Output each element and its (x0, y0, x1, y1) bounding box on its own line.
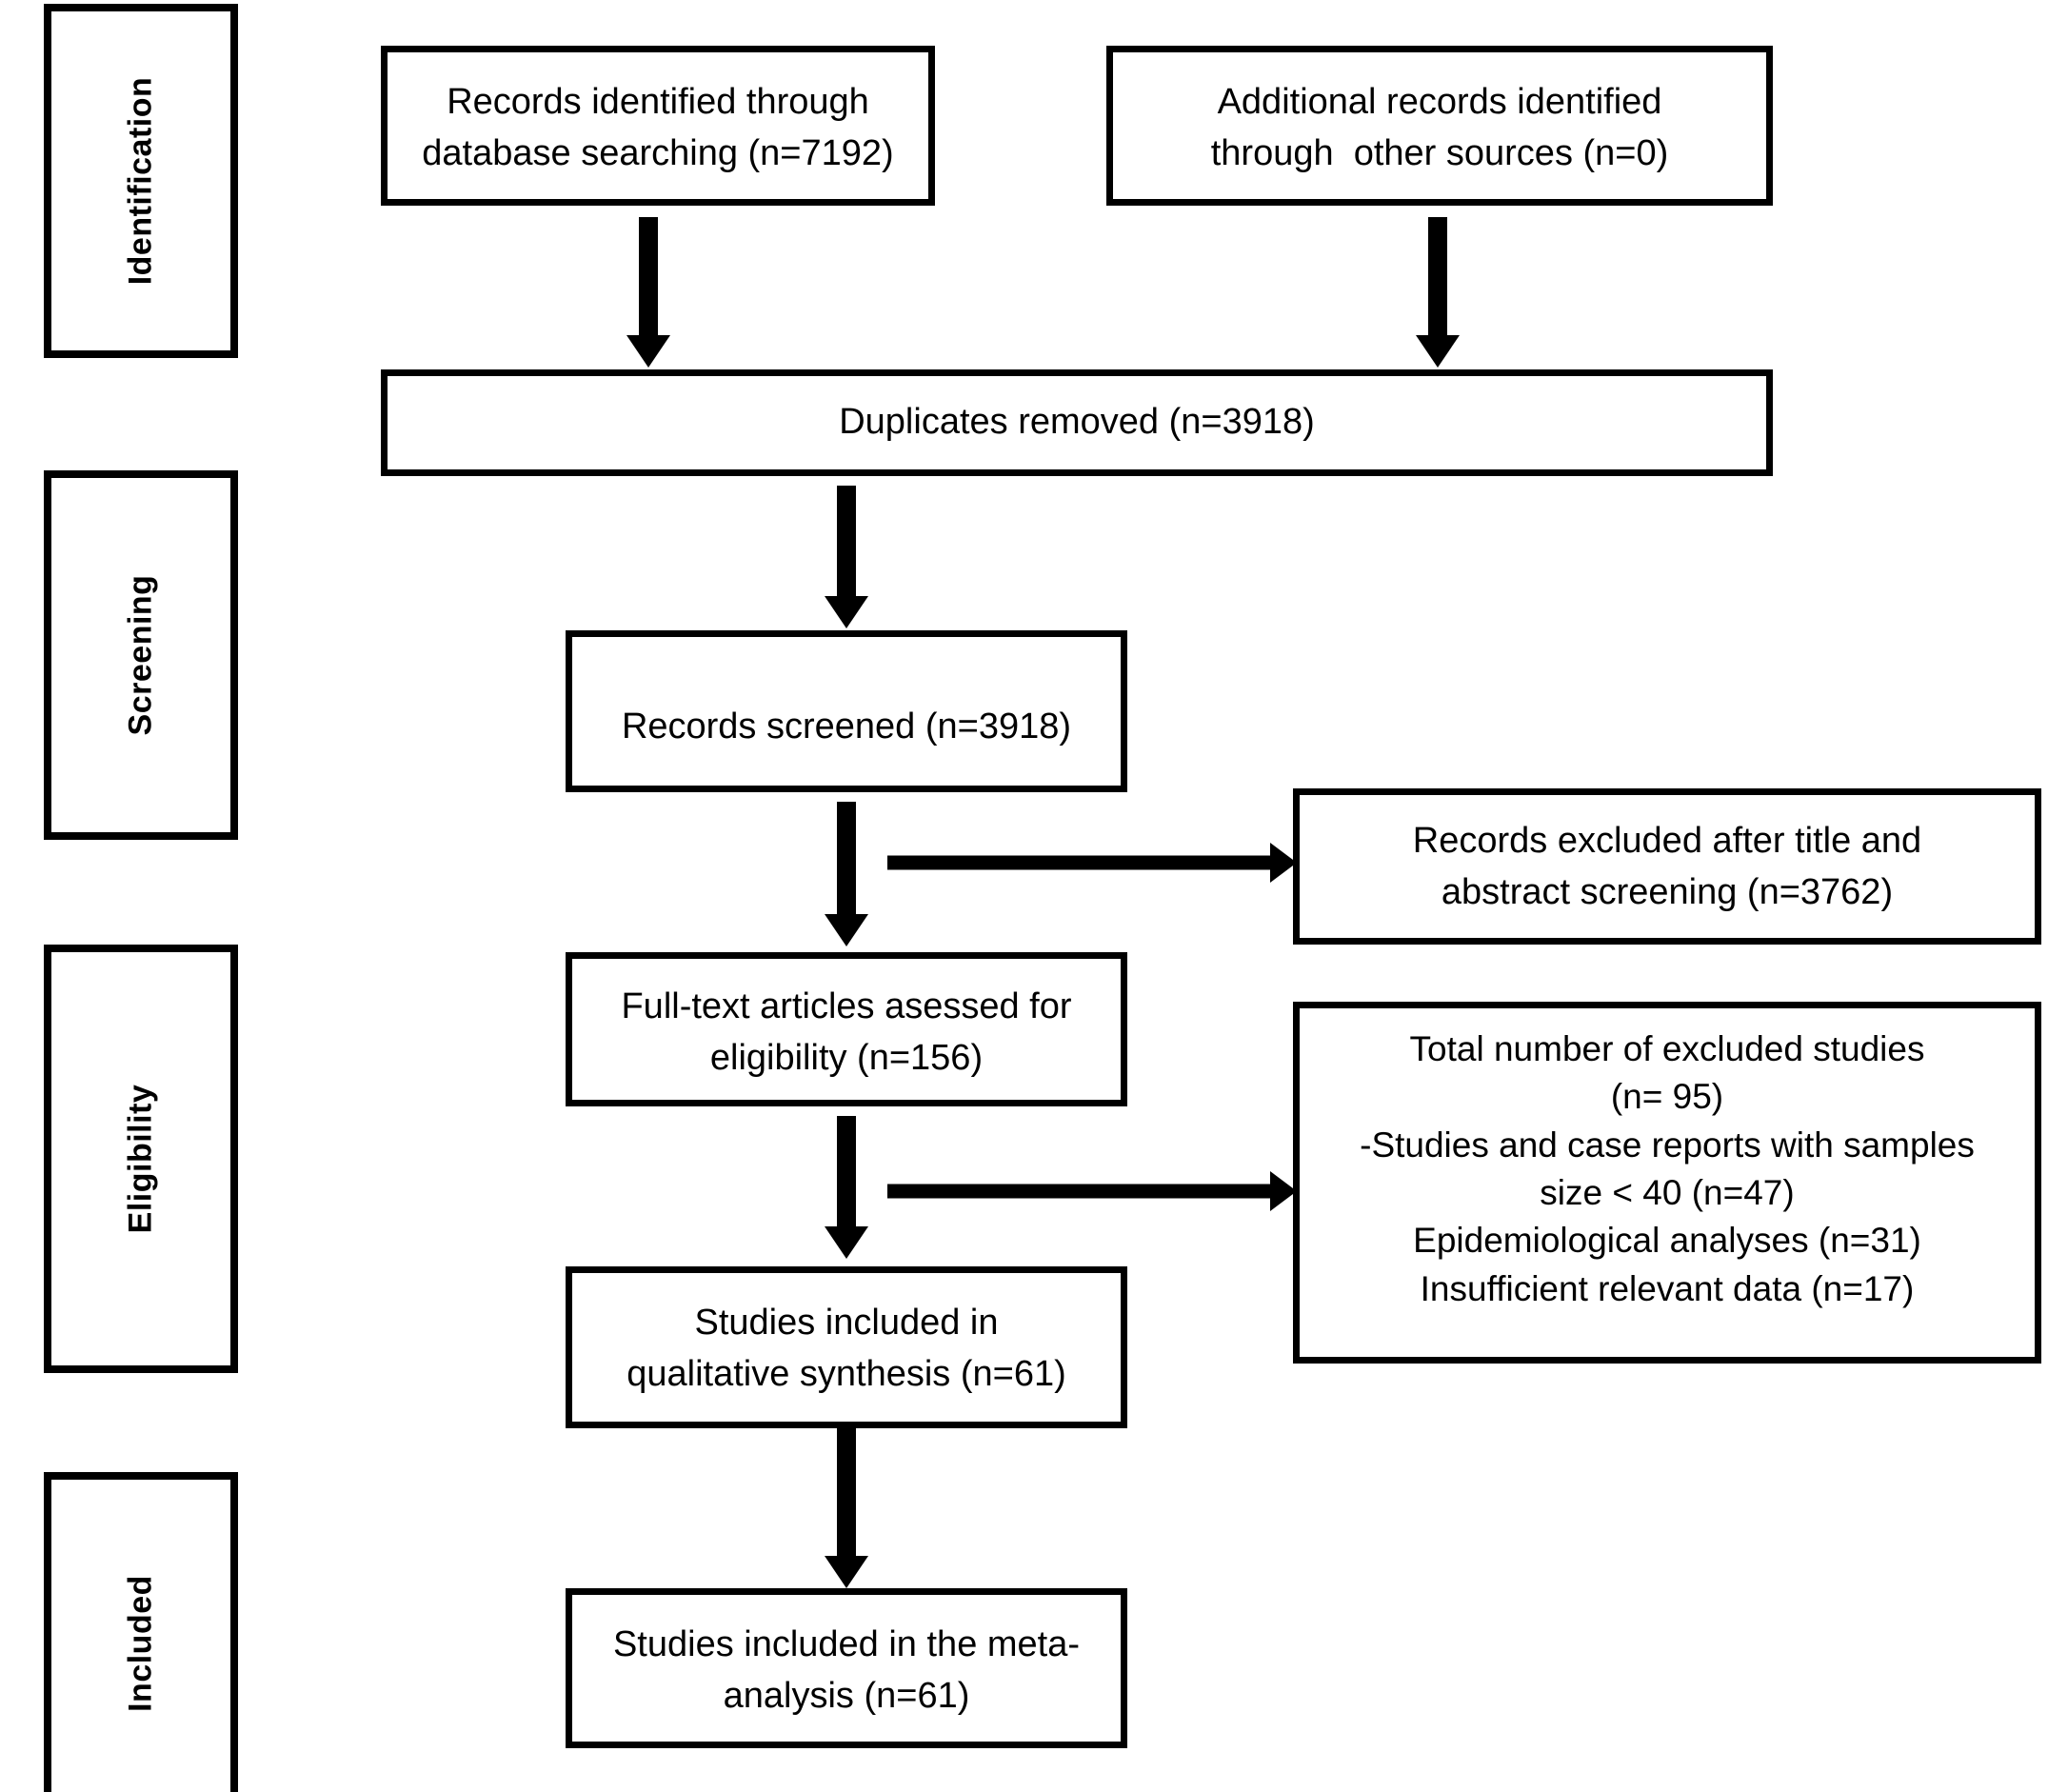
stage-eligibility: Eligibility (44, 945, 238, 1373)
arrow-fulltext-to-qualitative (825, 1116, 868, 1259)
box-records-identified-other: Additional records identified through ot… (1106, 46, 1773, 206)
arrow-shaft (887, 855, 1276, 870)
arrow-duplicates-to-screened (825, 486, 868, 628)
arrow-shaft (887, 1184, 1276, 1199)
box-records-identified-database: Records identified through database sear… (381, 46, 935, 206)
stage-included-label: Included (122, 1575, 159, 1712)
box-meta-analysis: Studies included in the meta- analysis (… (566, 1588, 1127, 1748)
arrow-head (825, 1226, 868, 1259)
stage-screening-label: Screening (122, 574, 159, 736)
box-qualitative-synthesis: Studies included in qualitative synthesi… (566, 1266, 1127, 1428)
arrow-database-to-duplicates (626, 217, 670, 368)
box-full-text-assessed: Full-text articles asessed for eligibili… (566, 952, 1127, 1106)
arrow-head (1270, 843, 1297, 883)
arrow-qualitative-to-meta (825, 1428, 868, 1588)
arrow-head (1416, 335, 1460, 368)
box-records-screened-text: Records screened (n=3918) (621, 707, 1072, 747)
arrow-shaft (837, 1428, 856, 1556)
arrow-other-to-duplicates (1416, 217, 1460, 368)
arrow-head (825, 596, 868, 628)
arrow-shaft (1428, 217, 1447, 337)
box-records-excluded-text: Records excluded after title and abstrac… (1412, 821, 1922, 912)
box-duplicates-removed: Duplicates removed (n=3918) (381, 369, 1773, 476)
box-records-screened: Records screened (n=3918) (566, 630, 1127, 792)
stage-screening: Screening (44, 470, 238, 840)
arrow-fulltext-to-studies-excluded (887, 1171, 1297, 1211)
arrow-head (626, 335, 670, 368)
stage-identification-label: Identification (122, 76, 159, 286)
stage-eligibility-label: Eligibility (122, 1084, 159, 1234)
arrow-head (825, 914, 868, 946)
arrow-head (1270, 1171, 1297, 1211)
arrow-shaft (837, 802, 856, 916)
box-qualitative-synthesis-text: Studies included in qualitative synthesi… (626, 1303, 1066, 1394)
box-records-identified-database-text: Records identified through database sear… (422, 82, 894, 173)
arrow-shaft (837, 486, 856, 598)
box-studies-excluded-text: Total number of excluded studies (n= 95)… (1360, 1029, 1975, 1308)
box-records-identified-other-text: Additional records identified through ot… (1210, 82, 1669, 173)
stage-included: Included (44, 1472, 238, 1792)
box-records-excluded: Records excluded after title and abstrac… (1293, 788, 2041, 945)
stage-identification: Identification (44, 4, 238, 358)
arrow-shaft (837, 1116, 856, 1228)
box-duplicates-removed-text: Duplicates removed (n=3918) (839, 402, 1315, 442)
box-meta-analysis-text: Studies included in the meta- analysis (… (612, 1624, 1081, 1716)
arrow-head (825, 1556, 868, 1588)
box-full-text-assessed-text: Full-text articles asessed for eligibili… (621, 986, 1072, 1078)
arrow-shaft (639, 217, 658, 337)
arrow-screened-to-excluded (887, 843, 1297, 883)
box-studies-excluded: Total number of excluded studies (n= 95)… (1293, 1002, 2041, 1364)
arrow-screened-to-fulltext (825, 802, 868, 946)
